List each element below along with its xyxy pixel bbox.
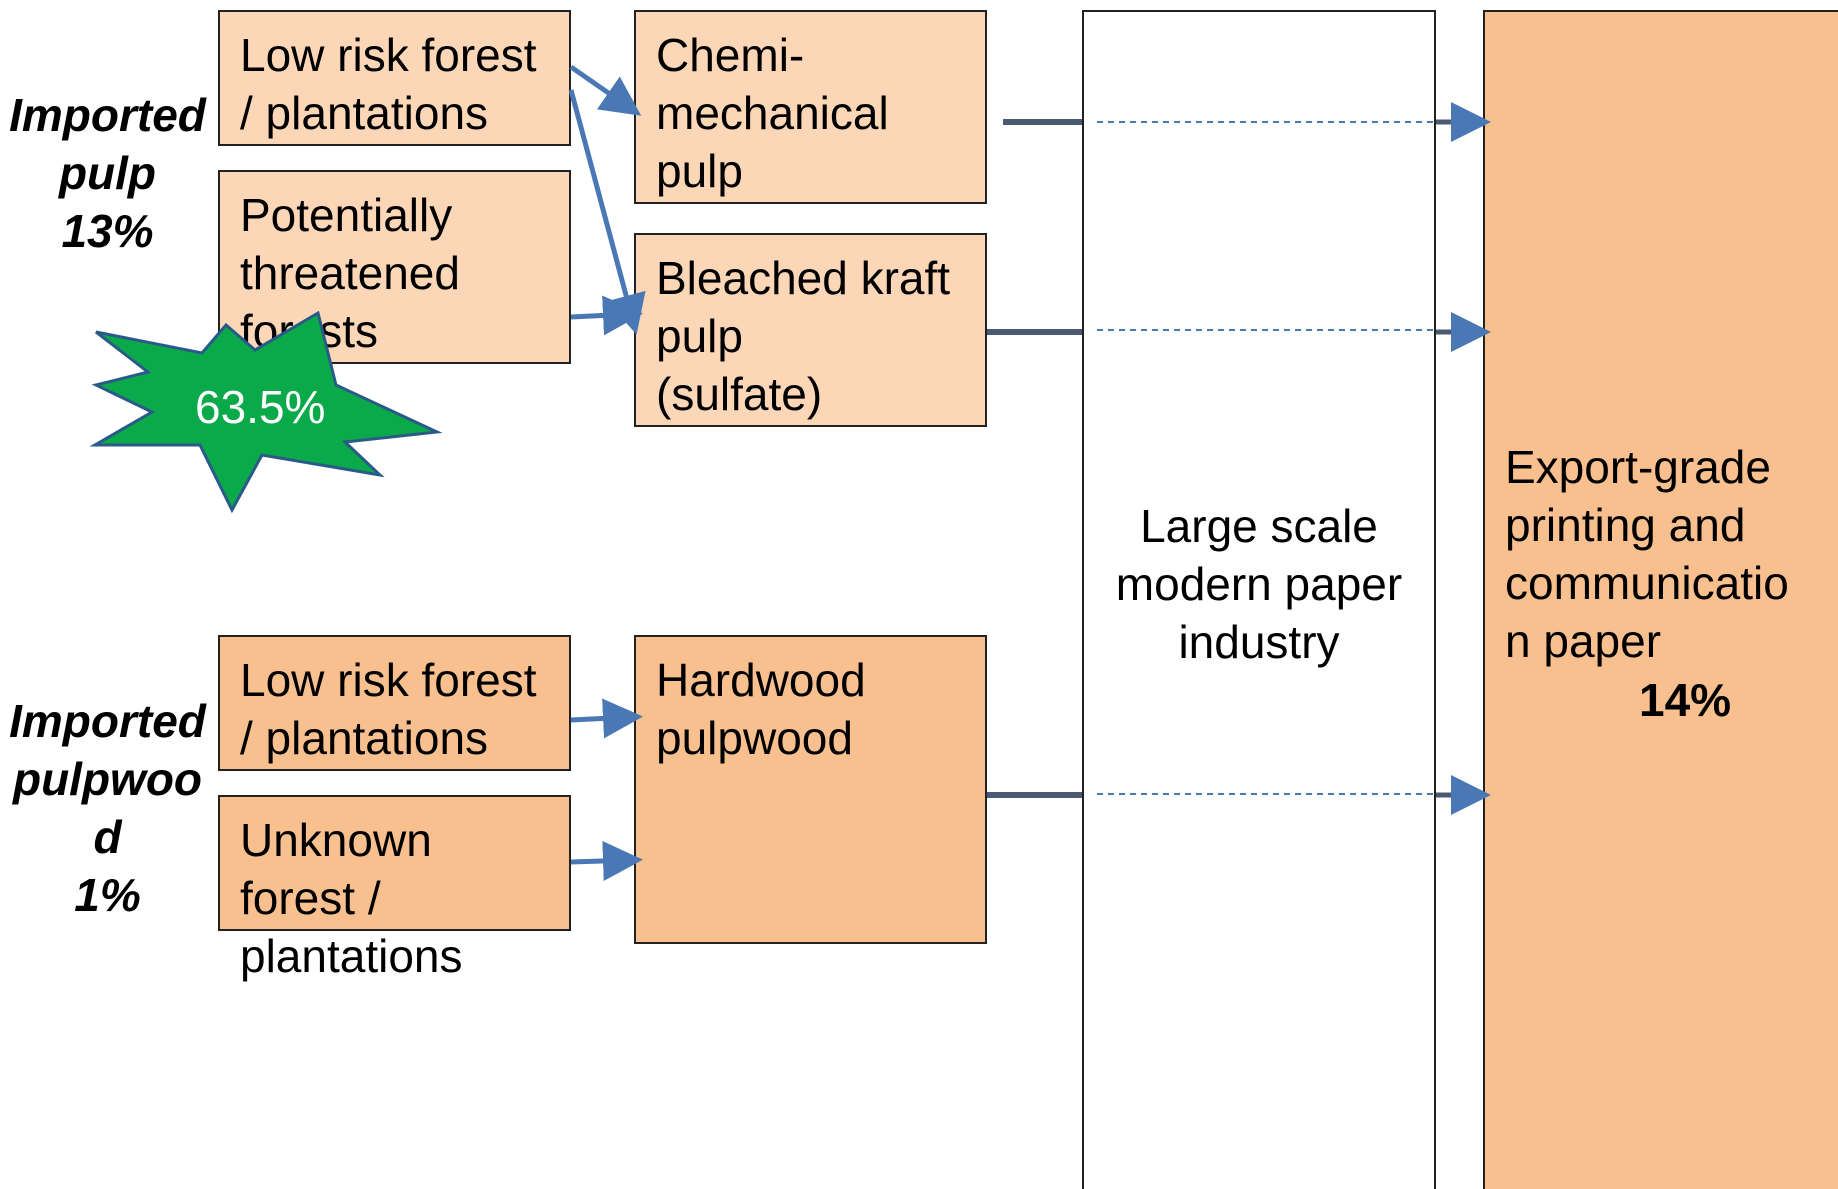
export-paper-label: Export-grade printing and communicatio n… bbox=[1505, 441, 1789, 667]
threatened-forests-label: Potentially threatened forests bbox=[240, 189, 460, 357]
export-paper-percent: 14% bbox=[1639, 674, 1732, 726]
arrow-threatened-to-kraft bbox=[570, 295, 643, 336]
chemi-mechanical-pulp-box: Chemi- mechanical pulp bbox=[634, 10, 987, 204]
bleached-kraft-pulp-label: Bleached kraft pulp (sulfate) bbox=[656, 252, 951, 420]
imported-pulp-label: Imported pulp 13% bbox=[9, 89, 206, 257]
hardwood-pulpwood-label: Hardwood pulpwood bbox=[656, 654, 866, 764]
low-risk-forest-label-2: Low risk forest / plantations bbox=[240, 654, 537, 764]
low-risk-forest-box-2: Low risk forest / plantations bbox=[218, 635, 571, 771]
chemi-mechanical-pulp-label: Chemi- mechanical pulp bbox=[656, 29, 889, 197]
imported-pulpwood-label: Imported pulpwoo d 1% bbox=[9, 695, 206, 921]
low-risk-forest-box-1: Low risk forest / plantations bbox=[218, 10, 571, 146]
starburst-badge bbox=[89, 310, 443, 514]
export-paper-column: Export-grade printing and communicatio n… bbox=[1483, 10, 1838, 1189]
low-risk-forest-label-1: Low risk forest / plantations bbox=[240, 29, 537, 139]
starburst-value: 63.5% bbox=[195, 381, 326, 433]
paper-industry-label: Large scale modern paper industry bbox=[1115, 500, 1403, 668]
unknown-forest-label: Unknown forest / plantations bbox=[240, 814, 463, 982]
unknown-forest-box: Unknown forest / plantations bbox=[218, 795, 571, 982]
threatened-forests-box: Potentially threatened forests bbox=[218, 170, 571, 364]
arrow-unknown-to-hardwood bbox=[570, 840, 643, 881]
arrow-lowrisk-to-kraft bbox=[568, 89, 646, 335]
bleached-kraft-pulp-box: Bleached kraft pulp (sulfate) bbox=[634, 233, 987, 427]
arrow-lowrisk-to-chemi bbox=[569, 64, 642, 116]
arrow-lowrisk2-to-hardwood bbox=[570, 698, 643, 739]
paper-industry-column: Large scale modern paper industry bbox=[1082, 10, 1436, 1189]
hardwood-pulpwood-box: Hardwood pulpwood bbox=[634, 635, 987, 944]
